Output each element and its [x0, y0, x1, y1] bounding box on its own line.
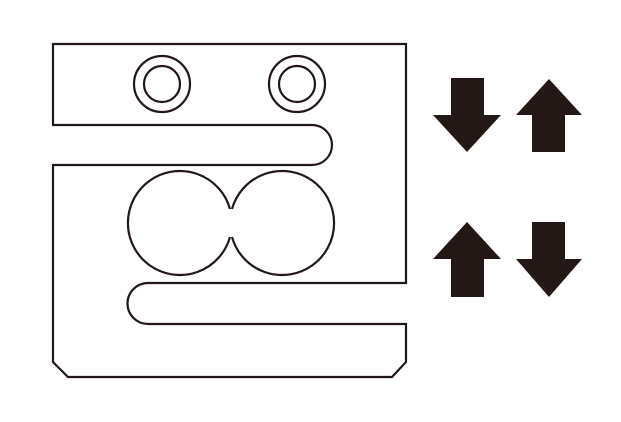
- arrow-up-icon: [433, 222, 501, 297]
- arrow-down-icon: [516, 222, 582, 297]
- binocular-hole-left: [126, 169, 232, 277]
- arrow-up-icon: [516, 79, 582, 152]
- binocular-hole-right: [230, 169, 336, 277]
- arrow-down-icon: [433, 78, 501, 152]
- mounting-hole-left: [132, 54, 192, 114]
- mounting-hole-right: [267, 54, 327, 114]
- load-cell-body-outline: [51, 42, 408, 379]
